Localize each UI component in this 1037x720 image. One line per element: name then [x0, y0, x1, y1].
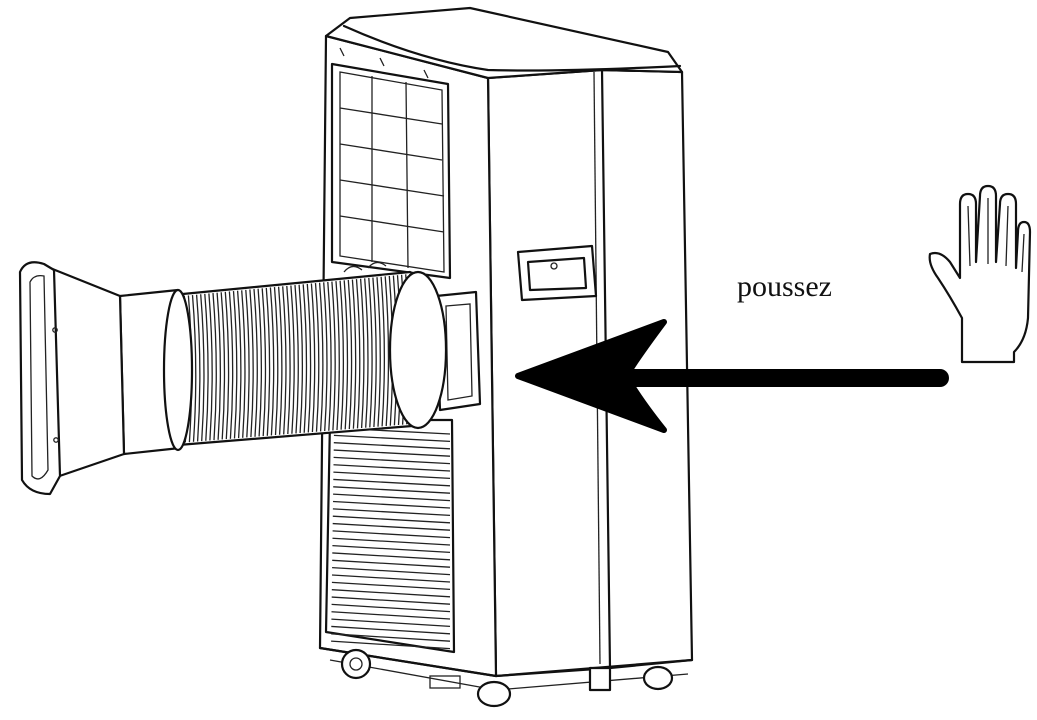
grill-louvre: [331, 611, 451, 620]
hose-rib: [323, 282, 328, 432]
wheels: [340, 648, 674, 708]
push-instruction-label: poussez: [737, 270, 832, 303]
grill-louvre: [331, 625, 451, 635]
grill-louvre: [331, 618, 451, 628]
hose-rib: [236, 290, 242, 439]
grill-louvre: [332, 552, 451, 561]
hose-rib: [368, 277, 373, 428]
hose-rib: [232, 291, 238, 439]
hose-rib: [204, 293, 209, 441]
grill-louvre: [333, 449, 451, 457]
grill-louvre: [331, 603, 451, 613]
grill-louvre: [332, 508, 451, 517]
hose-rib: [208, 293, 213, 441]
grill-louvre: [332, 537, 451, 546]
hose-rib: [339, 280, 345, 430]
hose-rib: [380, 276, 386, 427]
hose-rib: [228, 291, 234, 439]
hose-rib: [261, 288, 267, 437]
hose-rib: [269, 287, 275, 436]
exhaust-hose: [160, 261, 448, 448]
grill-louvre: [331, 640, 451, 650]
upper-air-filter: [330, 47, 452, 280]
grill-louvre: [331, 633, 451, 642]
grill-louvre: [333, 471, 451, 480]
hose-rib: [351, 279, 357, 429]
grill-louvre: [332, 544, 451, 554]
hose-rib: [372, 277, 377, 428]
hose-rib: [310, 283, 316, 433]
hose-rib: [376, 277, 381, 427]
hose-rib: [318, 282, 324, 432]
grill-louvre: [331, 574, 451, 583]
hose-rib: [298, 284, 304, 434]
hose-rib: [359, 278, 365, 429]
hose-rib: [277, 286, 283, 435]
hose-rib: [306, 283, 312, 433]
grill-louvre: [333, 493, 451, 502]
hose-rib: [253, 289, 258, 437]
hose-rib: [286, 285, 291, 435]
hose-rib: [245, 289, 250, 438]
grill-louvre: [333, 442, 451, 450]
lower-grill: [324, 418, 456, 654]
hose-rib: [355, 279, 361, 429]
hose-rib: [273, 287, 279, 436]
hose-rib: [384, 276, 390, 427]
grill-louvre: [331, 596, 451, 605]
hose-rib: [195, 294, 201, 442]
push-arrow: [515, 319, 949, 433]
hose-rib: [294, 285, 299, 434]
grill-louvre: [333, 464, 451, 472]
grill-louvre: [333, 486, 451, 494]
air-conditioner-unit: [318, 6, 694, 708]
grill-louvre: [333, 478, 451, 487]
grill-louvre: [332, 559, 451, 568]
grill-louvre: [331, 589, 451, 598]
hose-rib: [327, 281, 332, 431]
grill-louvre: [333, 456, 451, 465]
grill-louvre: [331, 581, 451, 591]
hose-rib: [216, 292, 222, 440]
grill-louvre: [332, 522, 451, 531]
hose-rib: [241, 290, 246, 438]
hose-rib: [265, 287, 271, 436]
hose-rib: [220, 292, 226, 440]
hose-rib: [191, 294, 197, 442]
hose-rib: [290, 285, 295, 434]
hose-rib: [335, 281, 340, 431]
hose-rib: [347, 279, 353, 430]
hose-rib: [249, 289, 254, 438]
grill-louvre: [332, 530, 451, 539]
hose-rib: [282, 286, 287, 435]
hose-rib: [364, 278, 369, 428]
hose-rib: [200, 294, 205, 442]
hose-rib: [257, 288, 263, 437]
grill-louvre: [332, 567, 451, 576]
hose-rib: [212, 293, 217, 441]
hose-rib: [314, 283, 320, 432]
grill-louvre: [333, 434, 451, 443]
hose-rib: [302, 284, 308, 433]
grill-louvre: [332, 500, 451, 509]
side-handle: [516, 244, 598, 302]
hose-rib: [224, 291, 230, 440]
grill-louvre: [332, 515, 451, 524]
hand-icon: [928, 184, 1032, 364]
hose-rib: [343, 280, 349, 430]
window-adapter-nozzle: [18, 261, 194, 496]
hose-rib: [331, 281, 336, 431]
